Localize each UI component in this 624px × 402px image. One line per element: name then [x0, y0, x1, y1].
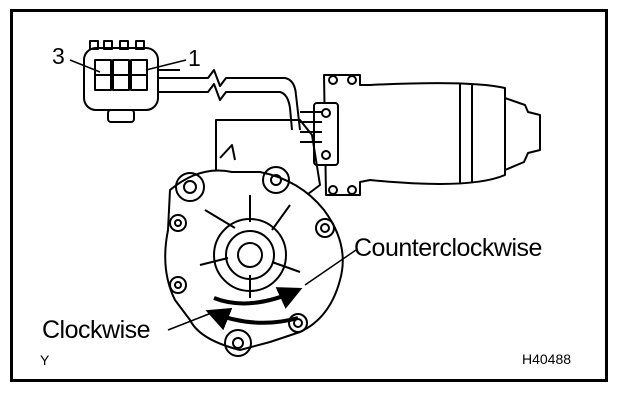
figure-border: [10, 9, 608, 382]
pin-3-label: 3: [52, 43, 65, 69]
wire-harness: [158, 69, 301, 131]
rotation-arrows: [205, 287, 303, 331]
motor-housing: [300, 74, 541, 196]
clockwise-label: Clockwise: [42, 316, 151, 344]
counterclockwise-label: Counterclockwise: [354, 234, 542, 262]
connector: [83, 40, 180, 123]
leader-lines: [69, 59, 357, 331]
figure-code: H40488: [522, 351, 572, 367]
clockwise-arrow-icon: [205, 307, 299, 331]
corner-mark: Y: [40, 352, 50, 368]
counterclockwise-arrow-icon: [213, 287, 303, 309]
pin-1-label: 1: [188, 45, 201, 71]
